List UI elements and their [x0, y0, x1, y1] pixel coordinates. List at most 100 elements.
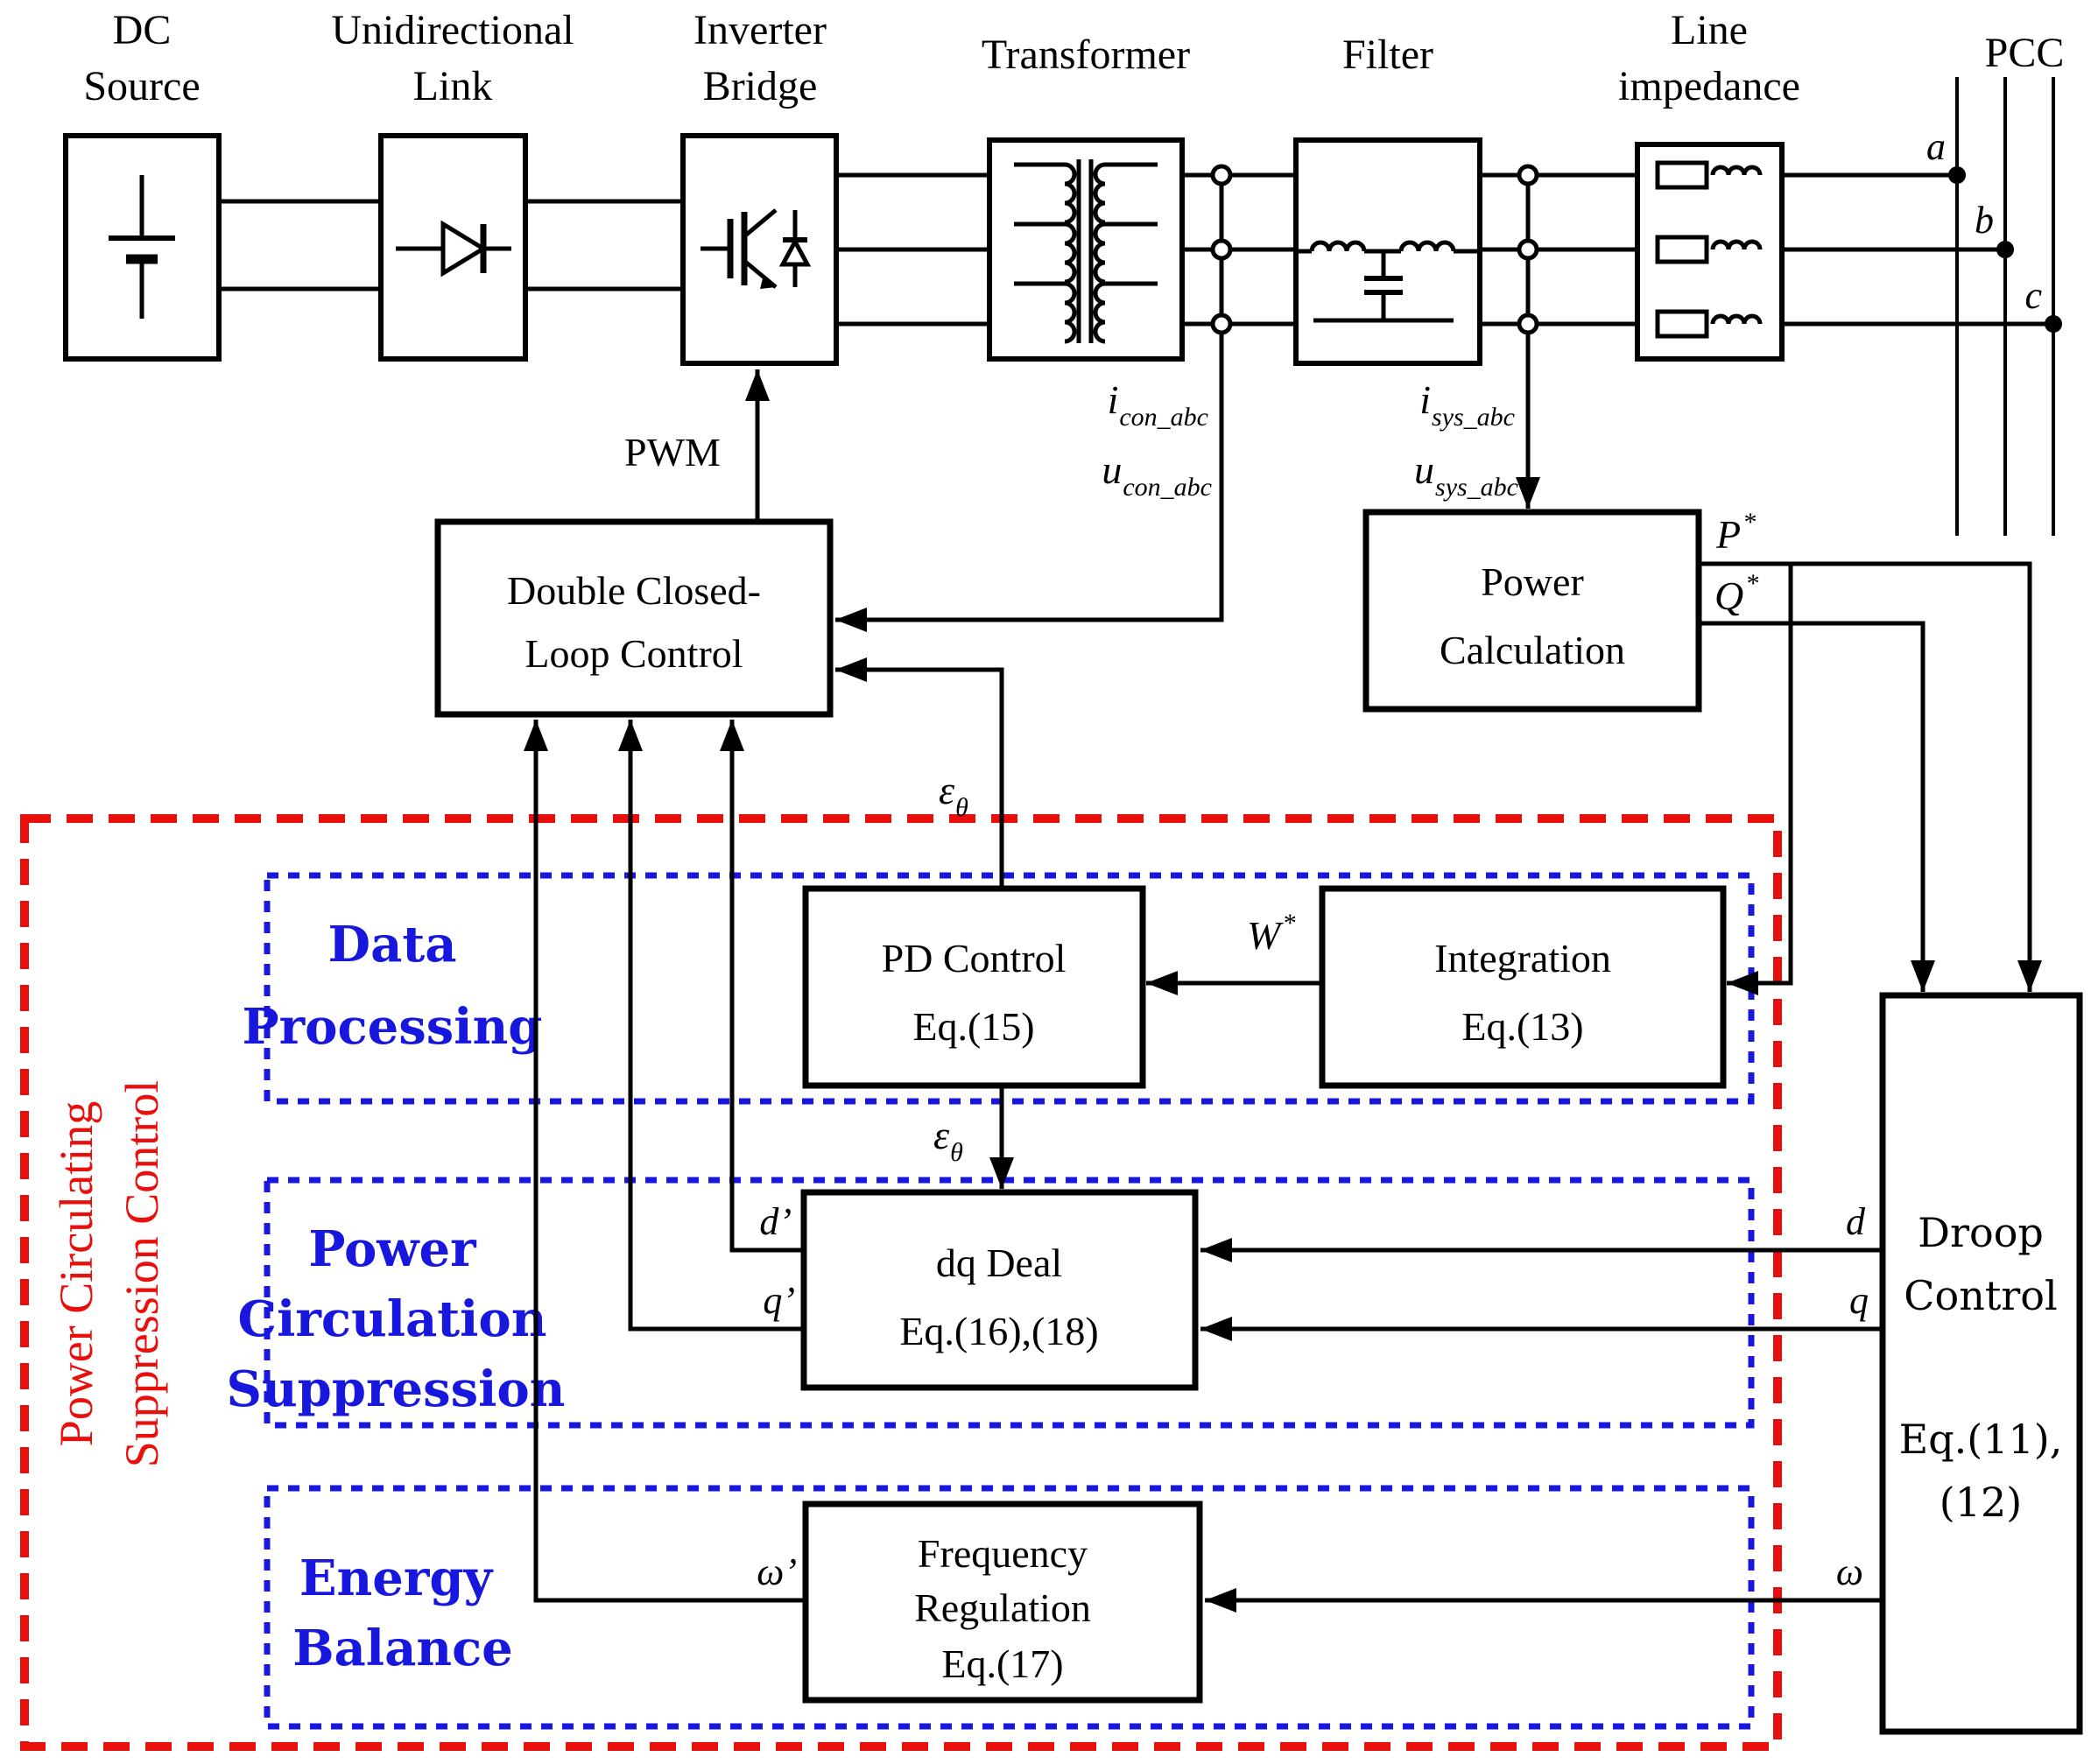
wire-q-prime-to-dclc — [618, 720, 804, 1332]
dclc-label-line1: Double Closed- — [507, 568, 761, 613]
tap-con-c — [1210, 313, 1233, 335]
transformer-winding-icon — [1014, 159, 1158, 344]
pcc-node-a — [1948, 166, 1966, 184]
region-energy-balance: Energy Balance — [264, 1485, 1755, 1730]
power-circulation-label-line3: Suppression — [227, 1360, 566, 1418]
pwm-label: PWM — [624, 430, 721, 474]
dc-source-label-line1: DC — [113, 7, 172, 53]
tap-con-b — [1210, 238, 1233, 261]
block-filter: Filter — [1293, 32, 1482, 366]
phase-b-label: b — [1975, 199, 1994, 242]
block-inverter-bridge: Inverter Bridge — [680, 7, 839, 366]
diode-icon — [396, 220, 511, 278]
dq-deal-box — [800, 1189, 1199, 1391]
frequency-regulation-label-line3: Eq.(17) — [941, 1641, 1063, 1686]
wire-d-prime-to-dclc — [720, 720, 804, 1253]
omega-label: ω — [1836, 1550, 1863, 1593]
region-power-circulation-suppression: Power Circulation Suppression — [227, 1177, 1755, 1429]
integration-label-line2: Eq.(13) — [1461, 1004, 1583, 1049]
integration-label-line1: Integration — [1434, 936, 1611, 980]
pcc-node-c — [2045, 315, 2062, 333]
power-calculation-box — [1362, 509, 1702, 713]
block-unidirectional-link: Unidirectional Link — [331, 7, 574, 362]
region-power-circulating-suppression: Power Circulating Suppression Control — [20, 814, 1782, 1751]
d-label: d — [1846, 1200, 1866, 1243]
omega-prime-label: ω’ — [757, 1550, 797, 1593]
frequency-regulation-box — [802, 1500, 1203, 1704]
data-processing-label-line2: Processing — [243, 998, 543, 1056]
power-circulation-label-line1: Power — [308, 1220, 477, 1278]
red-region-label-line1: Power Circulating — [50, 1101, 102, 1446]
line-impedance-label-line1: Line — [1671, 7, 1748, 53]
transformer-label: Transformer — [982, 32, 1190, 78]
integration-box — [1319, 885, 1727, 1089]
red-dashed-border — [20, 814, 1782, 1751]
wire-q-ref-to-droop — [1699, 621, 1935, 992]
rl-impedance-icon — [1655, 160, 1763, 339]
droop-label-line1: Droop — [1918, 1209, 2044, 1256]
lc-filter-icon — [1296, 240, 1480, 323]
tap-sys-c — [1517, 313, 1539, 335]
wire-omega-prime-to-dclc — [524, 720, 806, 1603]
power-calculation-label-line2: Calculation — [1440, 628, 1625, 672]
pcc-node-b — [1996, 241, 2014, 258]
data-processing-label-line1: Data — [328, 916, 457, 973]
pd-control-label-line2: Eq.(15) — [912, 1004, 1034, 1049]
pd-control-box — [802, 885, 1146, 1089]
tap-sys-b — [1517, 238, 1539, 261]
block-frequency-regulation: Frequency Regulation Eq.(17) — [802, 1500, 1203, 1704]
pcc-bus: a b c PCC — [1926, 30, 2064, 536]
block-droop-control: Droop Control Eq.(11), (12) — [1879, 992, 2083, 1735]
block-integration: Integration Eq.(13) — [1319, 885, 1727, 1089]
energy-balance-label-line2: Balance — [292, 1620, 513, 1677]
dq-deal-label-line1: dq Deal — [936, 1240, 1062, 1285]
red-region-label-line2: Suppression Control — [116, 1080, 168, 1468]
dc-source-label-line2: Source — [83, 63, 200, 109]
power-calculation-label-line1: Power — [1481, 559, 1584, 604]
power-circulation-label-line2: Circulation — [238, 1290, 547, 1348]
line-impedance-label-line2: impedance — [1618, 63, 1800, 109]
q-prime-label: q’ — [763, 1279, 795, 1322]
tap-sys-a — [1517, 164, 1539, 186]
block-line-impedance: Line impedance — [1618, 7, 1800, 362]
inverter-bridge-label-line1: Inverter — [693, 7, 827, 53]
dclc-label-line2: Loop Control — [524, 631, 743, 676]
unidirectional-link-label-line1: Unidirectional — [331, 7, 574, 53]
block-pd-control: PD Control Eq.(15) — [802, 885, 1146, 1089]
droop-label-line2: Control — [1904, 1272, 2057, 1319]
frequency-regulation-label-line1: Frequency — [918, 1531, 1088, 1576]
pcc-label: PCC — [1985, 30, 2065, 76]
battery-icon — [109, 175, 175, 319]
block-dq-deal: dq Deal Eq.(16),(18) — [800, 1189, 1199, 1391]
frequency-regulation-label-line2: Regulation — [914, 1585, 1091, 1630]
dclc-box — [434, 518, 834, 718]
phase-a-label: a — [1926, 125, 1946, 168]
tap-con-a — [1210, 164, 1233, 186]
three-phase-wires — [836, 172, 2053, 327]
filter-label: Filter — [1342, 32, 1433, 78]
droop-control-box — [1879, 992, 2083, 1735]
wire-p-ref-to-integration — [1727, 564, 1793, 995]
blue-dashed-border-energy-balance — [264, 1485, 1755, 1730]
block-double-closed-loop-control: Double Closed- Loop Control — [434, 518, 834, 718]
q-ref-label: Q* — [1714, 569, 1758, 618]
wire-p-ref-to-droop — [1699, 561, 2042, 992]
block-power-calculation: Power Calculation — [1362, 509, 1702, 713]
inverter-bridge-label-line2: Bridge — [703, 63, 818, 109]
droop-label-line4: (12) — [1940, 1479, 2022, 1526]
measurement-taps — [1210, 164, 1539, 335]
block-transformer: Transformer — [982, 32, 1190, 362]
droop-label-line3: Eq.(11), — [1899, 1416, 2063, 1463]
energy-balance-label-line1: Energy — [299, 1550, 494, 1607]
d-prime-label: d’ — [759, 1200, 792, 1243]
dc-source-box — [63, 133, 222, 362]
dc-link-wires — [219, 199, 683, 292]
q-label: q — [1849, 1279, 1869, 1322]
dq-deal-label-line2: Eq.(16),(18) — [899, 1309, 1098, 1353]
pd-control-label-line1: PD Control — [882, 936, 1067, 980]
transformer-box — [987, 137, 1185, 362]
wire-eps-theta-to-dclc — [835, 657, 1004, 889]
unidirectional-link-label-line2: Link — [413, 63, 493, 109]
